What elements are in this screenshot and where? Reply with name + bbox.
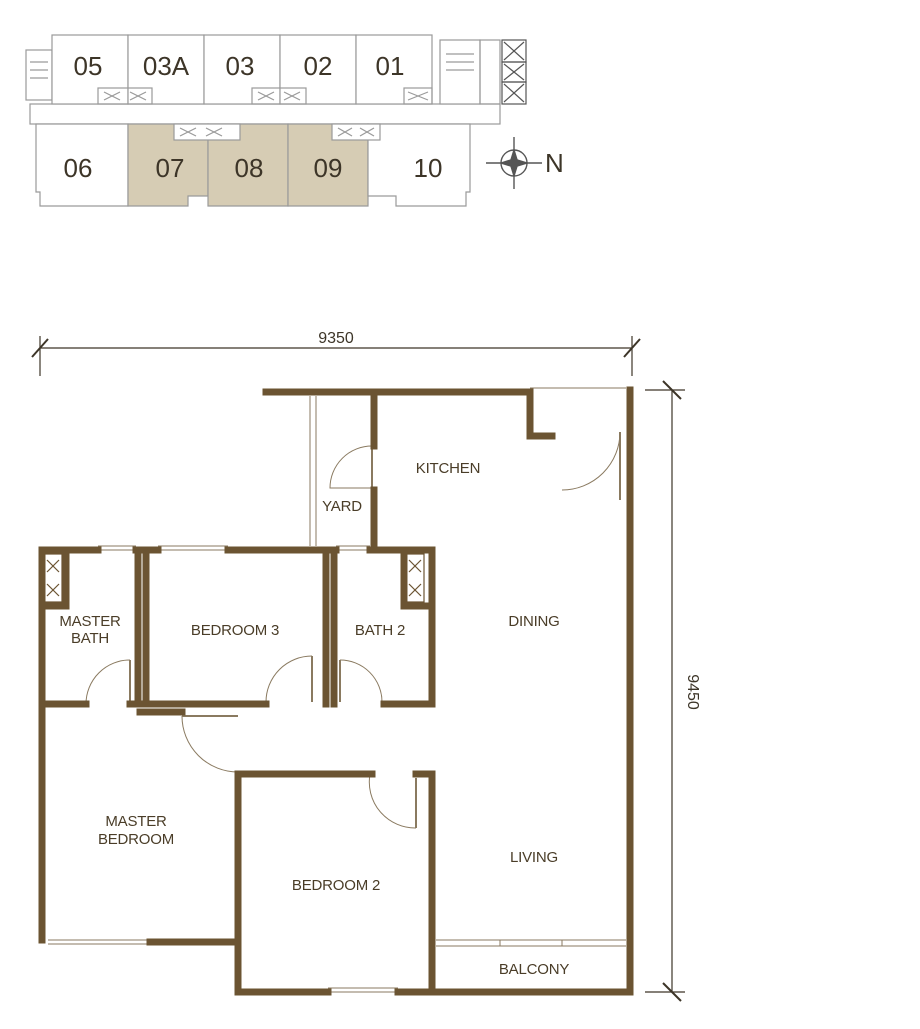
walls xyxy=(38,386,634,996)
unit-label-05: 05 xyxy=(74,51,103,81)
room-label-master-bath-line1: MASTER xyxy=(59,613,121,630)
unit-01 xyxy=(355,34,433,105)
room-label-master-bath-line2: BATH xyxy=(71,630,109,647)
room-label-kitchen: KITCHEN xyxy=(416,460,480,477)
key-plan-stair-left xyxy=(25,49,53,101)
unit-label-03a: 03A xyxy=(143,51,190,81)
shower-icon xyxy=(43,553,425,603)
room-label-balcony: BALCONY xyxy=(499,961,569,978)
room-label-master-bedroom-line1: MASTER xyxy=(105,813,167,830)
room-label-living: LIVING xyxy=(510,849,558,866)
thin-lines xyxy=(48,387,626,993)
unit-10 xyxy=(367,123,471,207)
room-label-bath-2: BATH 2 xyxy=(355,622,405,639)
lift-3 xyxy=(501,81,527,105)
unit-label-08: 08 xyxy=(235,153,264,183)
unit-label-10: 10 xyxy=(414,153,443,183)
room-label-master-bedroom-line2: BEDROOM xyxy=(98,831,174,848)
unit-03 xyxy=(203,34,281,105)
unit-label-01: 01 xyxy=(376,51,405,81)
key-plan xyxy=(25,34,527,207)
room-label-dining: DINING xyxy=(508,613,559,630)
room-label-bedroom-2: BEDROOM 2 xyxy=(292,877,380,894)
unit-label-09: 09 xyxy=(314,153,343,183)
unit-02 xyxy=(279,34,357,105)
unit-label-06: 06 xyxy=(64,153,93,183)
north-label: N xyxy=(545,148,564,178)
compass-icon xyxy=(486,137,542,189)
unit-label-03: 03 xyxy=(226,51,255,81)
dimension-width: 9350 xyxy=(318,330,354,347)
dimension-height: 9450 xyxy=(684,674,701,710)
key-plan-corridor xyxy=(29,103,501,125)
key-plan-stair-right xyxy=(439,39,481,105)
dimension-lines xyxy=(31,336,685,1002)
room-label-yard: YARD xyxy=(322,498,362,515)
unit-label-02: 02 xyxy=(304,51,333,81)
unit-label-07: 07 xyxy=(156,153,185,183)
room-label-bedroom-3: BEDROOM 3 xyxy=(191,622,279,639)
